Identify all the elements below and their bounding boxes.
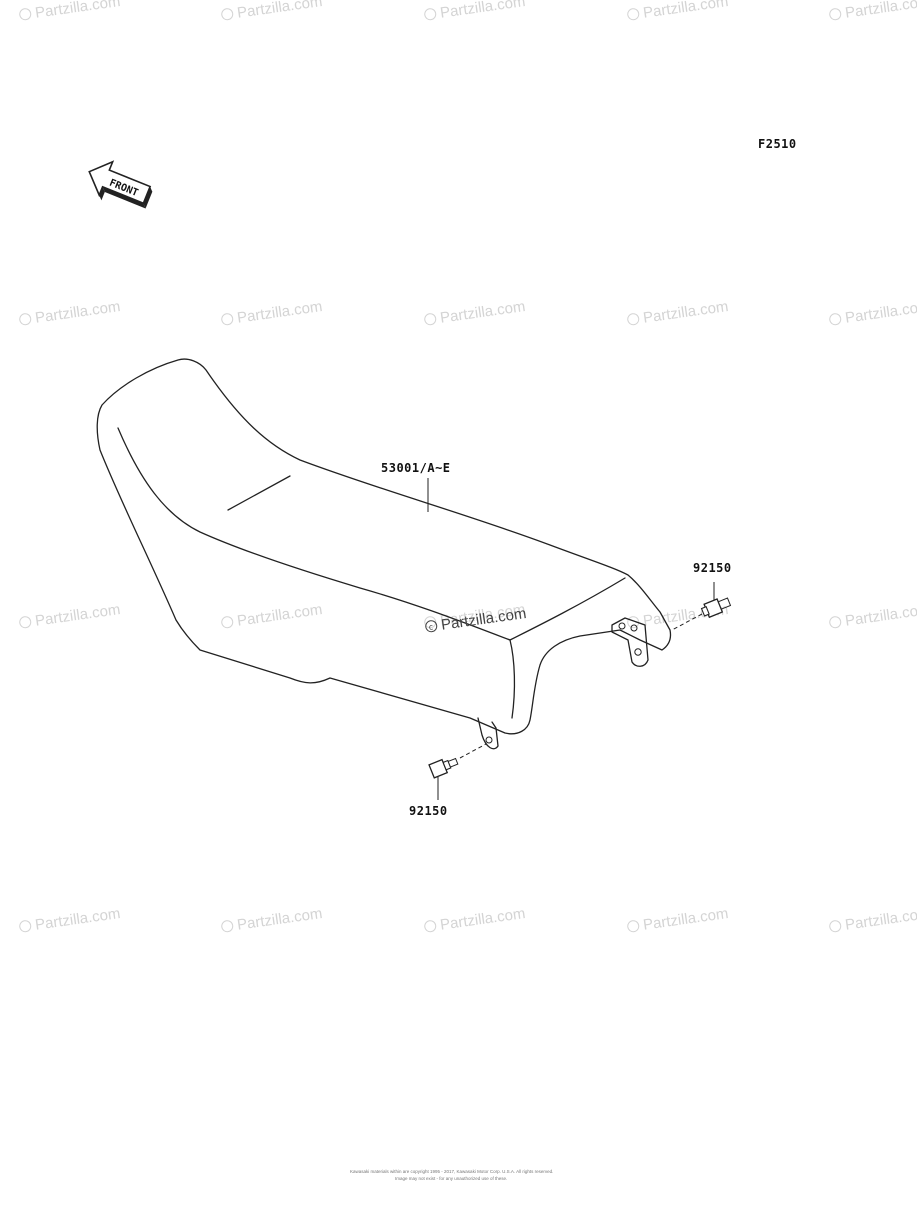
bolt-rear-icon [700,597,732,619]
watermark-text: Partzilla.com [236,905,323,934]
watermark-text: Partzilla.com [642,905,729,934]
watermark-text: Partzilla.com [34,601,121,630]
watermark-text: Partzilla.com [844,298,917,327]
watermark-tile: Partzilla.com [424,905,526,934]
watermark-tile: Partzilla.com [221,0,323,22]
part-label-seat: 53001/A~E [381,461,451,475]
copyright-line-2: Image may not exist - for any unauthoriz… [395,1176,507,1181]
watermark-tile: Partzilla.com [627,298,729,327]
watermark-tile: Partzilla.com [221,601,323,630]
part-label-bolt-lower: 92150 [409,804,448,818]
watermark-tile: Partzilla.com [424,0,526,22]
watermark-tile: Partzilla.com [19,905,121,934]
watermark-tile: Partzilla.com [221,905,323,934]
copyright-line-1: Kawasaki materials within are copyright … [350,1169,553,1174]
watermark-tile: Partzilla.com [829,905,917,934]
svg-text:c: c [428,622,434,632]
watermark-text: Partzilla.com [439,905,526,934]
watermark-tile: Partzilla.com [627,905,729,934]
watermark-tile: Partzilla.com [19,298,121,327]
watermark-tile: Partzilla.com [829,601,917,630]
watermark-tile: Partzilla.com [221,298,323,327]
watermark-text: Partzilla.com [34,298,121,327]
watermark-tile: Partzilla.com [829,298,917,327]
watermark-text: Partzilla.com [236,601,323,630]
watermark-text: Partzilla.com [236,298,323,327]
watermark-text: Partzilla.com [844,905,917,934]
watermark-text: Partzilla.com [642,298,729,327]
diagram-code: F2510 [758,137,797,151]
watermark-text: Partzilla.com [439,298,526,327]
bolt-lower-icon [428,757,459,779]
watermark-text: Partzilla.com [236,0,323,22]
watermark-text: Partzilla.com [34,0,121,22]
watermark-tile: Partzilla.com [627,0,729,22]
seat-drawing [96,358,672,750]
watermark-text: Partzilla.com [439,0,526,22]
watermark-text: Partzilla.com [844,0,917,22]
watermark-tile: Partzilla.com [19,0,121,22]
front-arrow-icon: FRONT [88,160,153,209]
watermark-text: Partzilla.com [642,0,729,22]
part-label-bolt-rear: 92150 [693,561,732,575]
watermark-tile: Partzilla.com [829,0,917,22]
watermark-text: Partzilla.com [34,905,121,934]
watermark-tile: Partzilla.com [19,601,121,630]
watermark-tile: Partzilla.com [424,298,526,327]
watermark-text: Partzilla.com [844,601,917,630]
